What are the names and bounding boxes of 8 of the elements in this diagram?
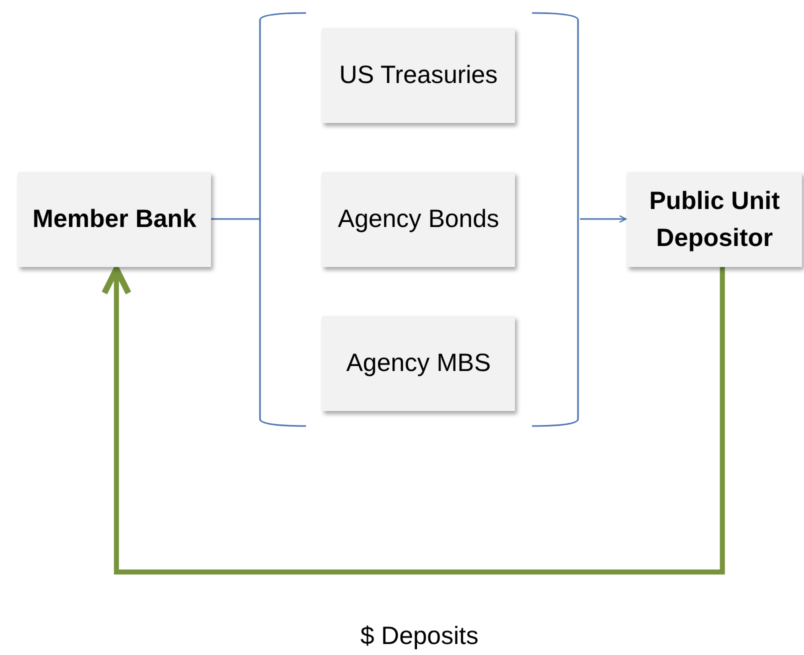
bracket-group	[258, 12, 580, 427]
arrow	[580, 215, 627, 223]
arrow	[101, 266, 725, 574]
process-box: Public Unit Depositor	[627, 172, 802, 267]
process-box: Agency MBS	[322, 316, 515, 411]
process-box: Member Bank	[18, 172, 211, 267]
process-box: US Treasuries	[322, 28, 515, 123]
process-box: Agency Bonds	[322, 172, 515, 267]
